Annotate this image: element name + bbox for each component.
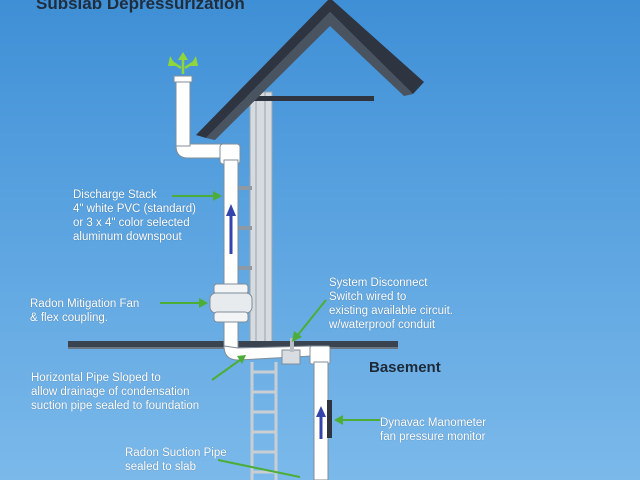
horizontal-pipe-label: Horizontal Pipe Sloped to allow drainage… (31, 371, 199, 413)
exhaust-arrows-icon (168, 52, 198, 74)
manometer-label: Dynavac Manometer fan pressure monitor (380, 416, 486, 444)
disconnect-switch (281, 338, 301, 365)
label-line: Switch wired to (329, 291, 407, 303)
discharge-stack-label: Discharge Stack 4" white PVC (standard) … (73, 188, 196, 244)
label-line: fan pressure monitor (380, 431, 486, 443)
label-line: w/waterproof conduit (329, 319, 436, 331)
label-line: System Disconnect (329, 277, 428, 289)
house-wall (240, 91, 374, 343)
foundation-wall (250, 362, 278, 480)
label-line: 4" white PVC (standard) (73, 203, 196, 215)
diagram-title: Subslab Depressurization (36, 0, 245, 13)
label-line: Radon Mitigation Fan (30, 298, 140, 310)
radon-fan (209, 283, 253, 323)
roof (196, 0, 424, 140)
label-line: Discharge Stack (73, 189, 157, 201)
label-line: & flex coupling. (30, 312, 108, 324)
leader-lines (160, 191, 380, 478)
pipe-brackets (238, 186, 252, 270)
flow-arrow-icon (226, 204, 326, 439)
label-line: existing available circuit. (329, 305, 454, 317)
radon-fan-label: Radon Mitigation Fan & flex coupling. (30, 297, 139, 325)
label-line: Dynavac Manometer (380, 417, 487, 429)
label-line: aluminum downspout (73, 231, 182, 243)
basement-label: Basement (369, 359, 441, 376)
label-line: suction pipe sealed to foundation (31, 400, 200, 412)
manometer (327, 400, 332, 438)
label-line: Horizontal Pipe Sloped to (31, 372, 161, 384)
suction-pipe-label: Radon Suction Pipe sealed to slab (125, 446, 227, 474)
label-line: Radon Suction Pipe (125, 447, 227, 459)
label-line: allow drainage of condensation (31, 386, 190, 398)
system-disconnect-label: System Disconnect Switch wired to existi… (329, 276, 453, 332)
label-line: or 3 x 4" color selected (73, 217, 190, 229)
label-line: sealed to slab (125, 461, 196, 473)
